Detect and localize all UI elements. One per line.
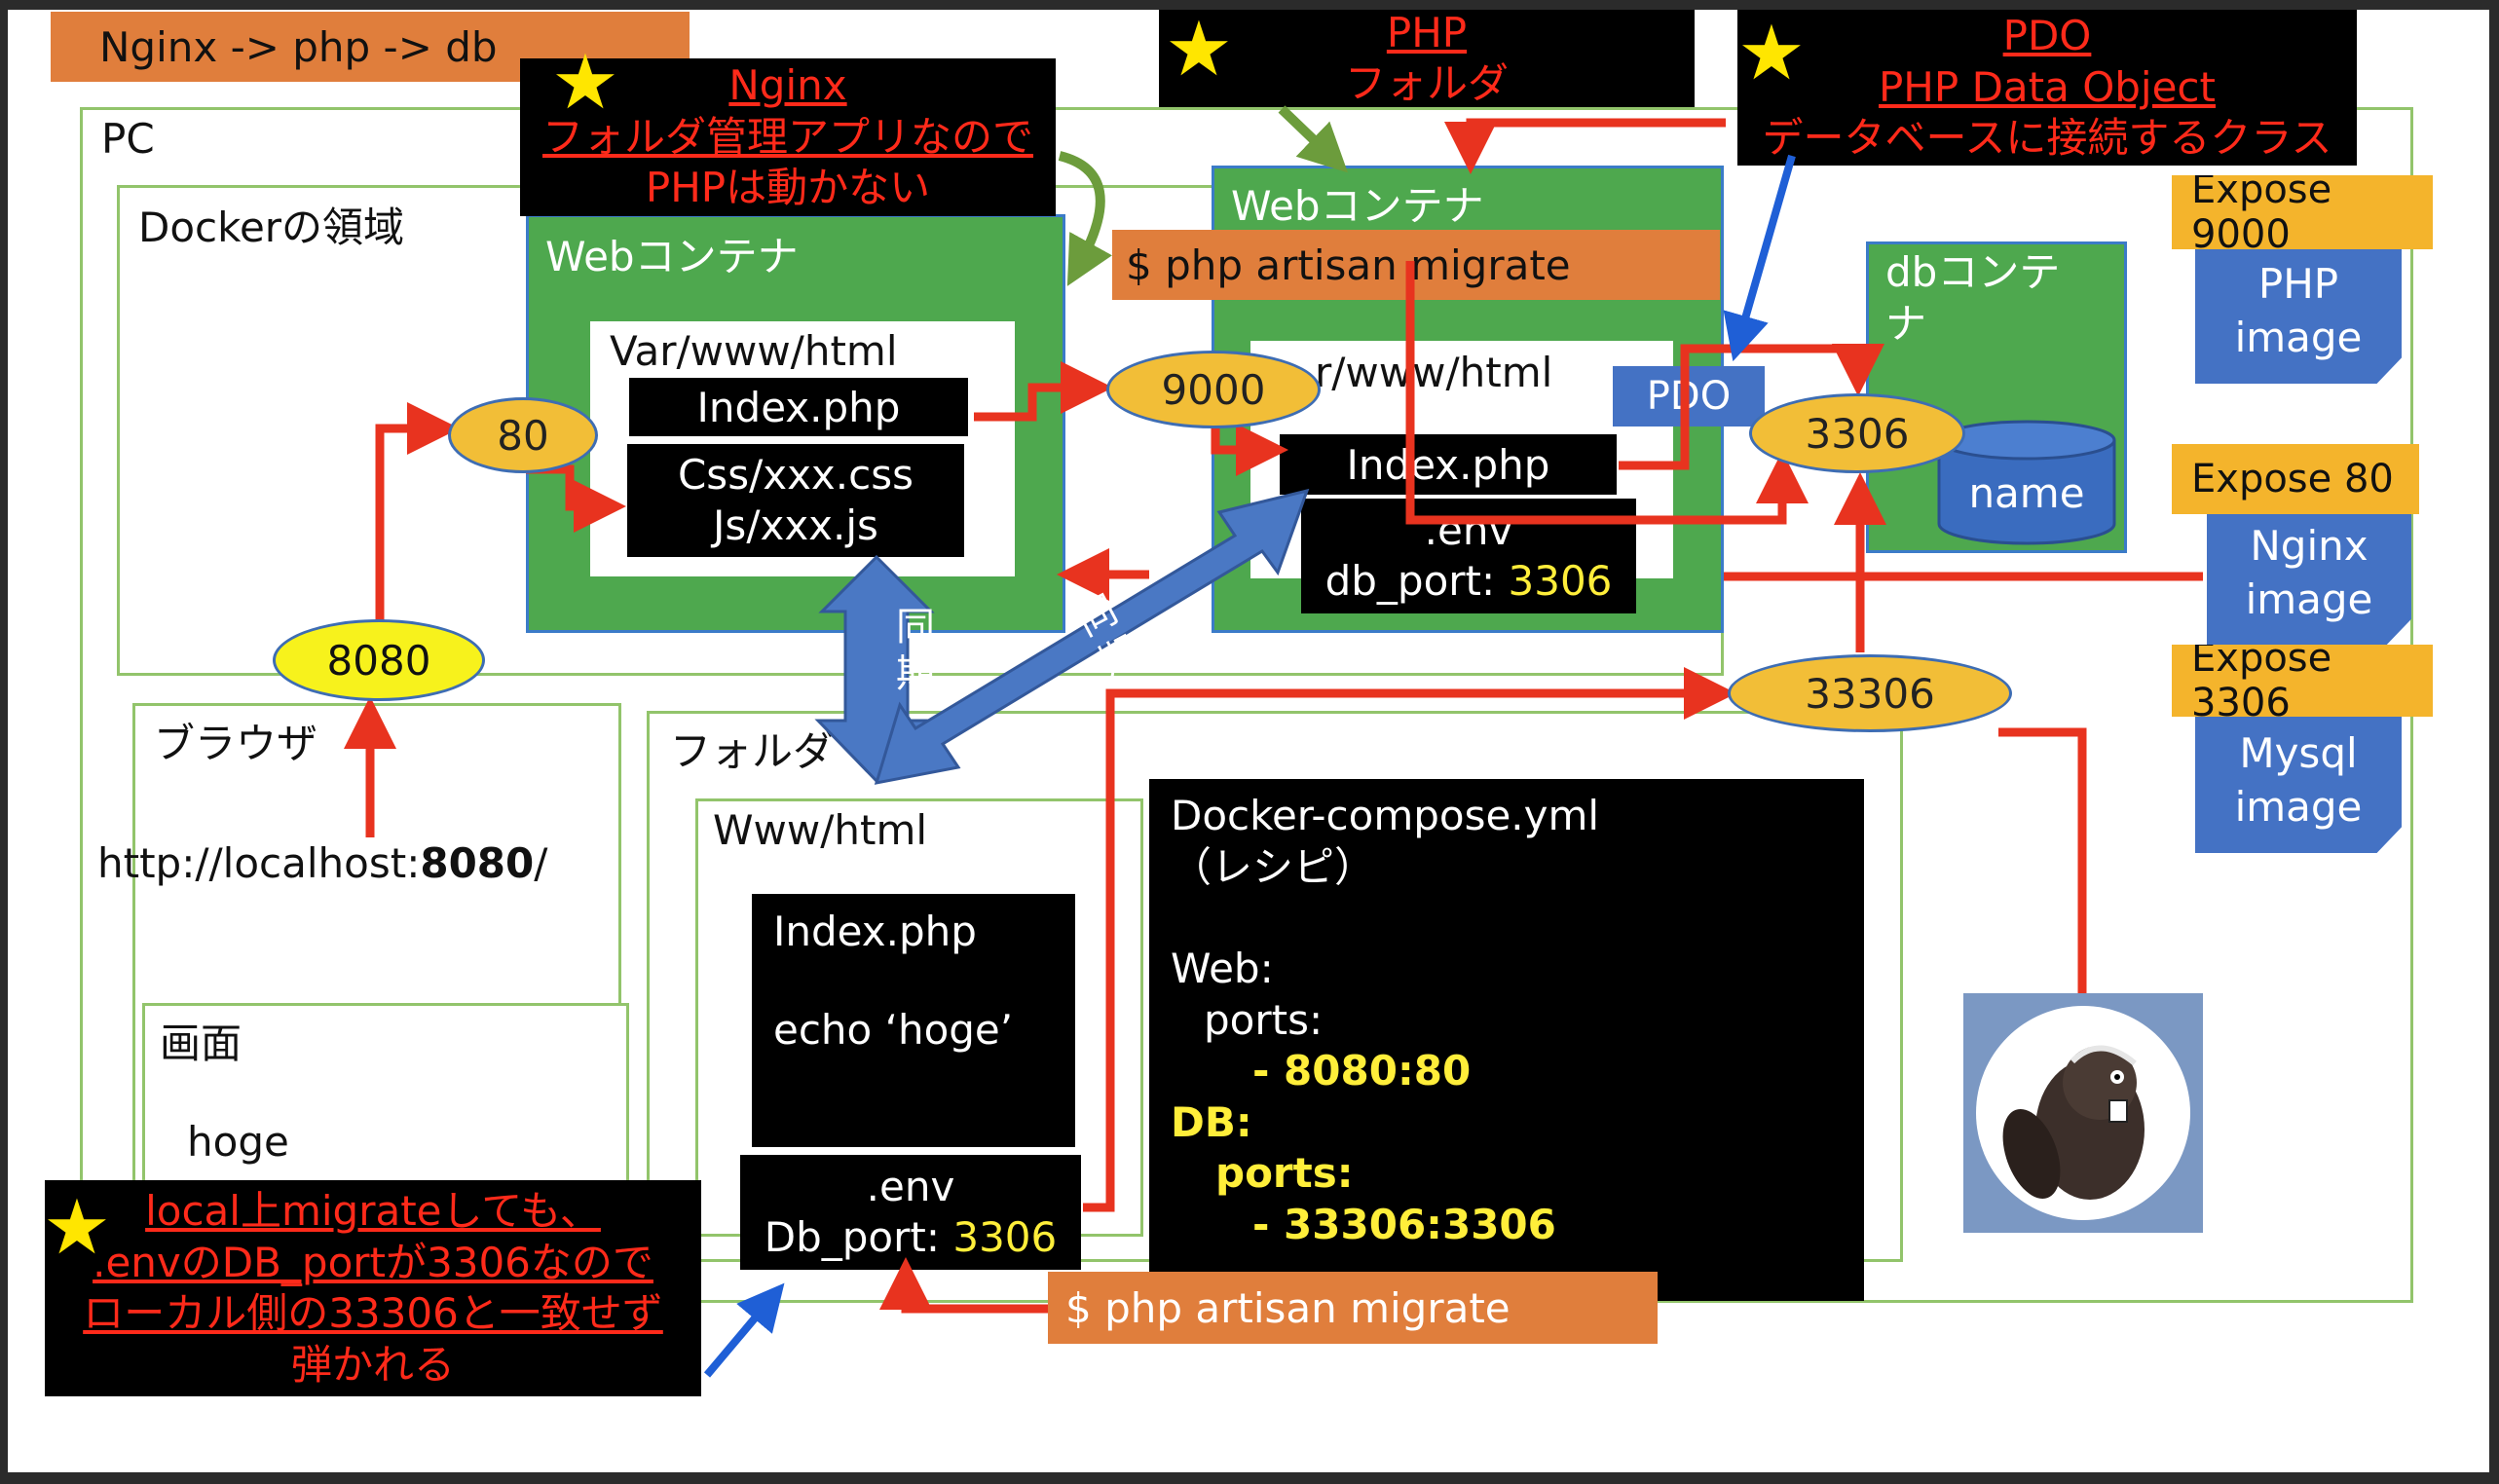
folder-label: フォルダ	[670, 727, 835, 775]
nginx-note-line1: フォルダ管理アプリなので	[541, 112, 1033, 161]
nginx-assets-file: Css/xxx.css Js/xxx.js	[627, 444, 964, 557]
line-dbeaver-to-33306	[1998, 727, 2087, 993]
php-env-name: .env	[1424, 505, 1513, 554]
pdo-note-line2: データベースに接続するクラス	[1762, 114, 2332, 163]
star-icon: ★	[43, 1184, 111, 1272]
local-migrate-note: local上migrateしても、 .envのDB_portが3306なので ロ…	[45, 1180, 701, 1396]
php-note: PHP フォルダ	[1159, 8, 1695, 107]
arrow-80-to-assets	[526, 464, 626, 533]
docker-area-label: Dockerの領域	[138, 204, 405, 251]
arrow-9000-to-php-index	[1211, 424, 1288, 476]
pdo-note-line1: PHP Data Object	[1878, 62, 2216, 111]
local-index-code: echo ‘hoge’	[773, 1006, 1014, 1054]
star-icon: ★	[1737, 10, 1806, 97]
screen-box	[142, 1003, 629, 1207]
local-index-file: Index.php echo ‘hoge’	[752, 894, 1075, 1147]
port-9000: 9000	[1106, 351, 1321, 428]
arrow-8080-to-80	[375, 402, 460, 625]
nginx-css-file: Css/xxx.css	[677, 450, 914, 499]
database-name: name	[1968, 469, 2085, 517]
port-8080: 8080	[273, 619, 485, 701]
browser-label: ブラウザ	[154, 720, 318, 767]
arrow-index-to-9000	[974, 361, 1113, 422]
sync-label-left: 同 期	[896, 605, 935, 696]
local-migrate-command: $ php artisan migrate	[1048, 1272, 1658, 1344]
php-index-file: Index.php	[1280, 434, 1617, 495]
compose-subtitle: （レシピ）	[1171, 842, 1376, 891]
pc-label: PC	[101, 115, 155, 163]
php-note-title: PHP	[1386, 8, 1468, 56]
window-frame-bottom	[0, 1472, 2499, 1484]
compose-web: Web:	[1171, 945, 1274, 992]
compose-db-ports: ports:	[1215, 1149, 1354, 1197]
dbeaver-tile	[1963, 993, 2203, 1233]
php-www-path: r/www/html	[1315, 349, 1553, 396]
db-container-label: dbコンテ ナ	[1885, 248, 2061, 348]
arrow-local-note-to-env	[703, 1282, 785, 1378]
screen-label: 画面	[160, 1020, 242, 1067]
arrow-nginx-note-to-container	[1058, 151, 1112, 286]
compose-web-map: - 8080:80	[1252, 1047, 1472, 1094]
screen-content: hoge	[187, 1118, 289, 1166]
local-index-name: Index.php	[773, 908, 977, 955]
local-env-port: Db_port: 3306	[764, 1213, 1058, 1261]
nginx-js-file: Js/xxx.js	[713, 501, 878, 549]
arrow-pdo-note-to-pdo	[1723, 154, 1796, 362]
pdo-note: PDO PHP Data Object データベースに接続するクラス	[1737, 10, 2357, 166]
star-icon: ★	[1165, 6, 1233, 93]
port-80: 80	[448, 397, 598, 473]
web-container-php-label: Webコンテナ	[1231, 182, 1484, 230]
port-33306: 33306	[1728, 654, 2012, 732]
local-note-line3: ローカル側の33306と一致せず	[83, 1289, 663, 1337]
nginx-note: Nginx フォルダ管理アプリなので PHPは動かない	[520, 58, 1056, 216]
database-icon	[1937, 420, 2116, 545]
arrow-php-note-to-container	[1444, 118, 1726, 174]
arrow-php-folder-to-container	[1278, 105, 1349, 173]
nginx-note-title: Nginx	[728, 61, 847, 110]
local-env-name: .env	[866, 1162, 955, 1210]
star-icon: ★	[551, 39, 619, 127]
php-expose: Expose 9000	[2172, 175, 2433, 249]
web-container-nginx-label: Webコンテナ	[545, 233, 799, 280]
nginx-index-file: Index.php	[629, 378, 968, 436]
compose-db: DB:	[1171, 1097, 1252, 1146]
arrow-php-index-to-3306	[1619, 344, 1884, 470]
local-note-line1: local上migrateしても、	[145, 1187, 601, 1235]
php-env-port: db_port: 3306	[1324, 557, 1613, 605]
database-cylinder: name	[1936, 419, 2117, 547]
dbeaver-icon	[1976, 1006, 2190, 1220]
nginx-note-line2: PHPは動かない	[645, 164, 931, 212]
arrow-migrate-to-3306	[1405, 261, 1809, 525]
arrow-local-env-to-33306	[1083, 667, 1736, 1212]
php-migrate-command: $ php artisan migrate	[1112, 230, 1720, 300]
local-www-path: Www/html	[713, 806, 928, 854]
compose-title: Docker-compose.yml	[1171, 792, 1600, 839]
compose-web-ports: ports:	[1204, 995, 1324, 1044]
compose-db-map: - 33306:3306	[1252, 1200, 1556, 1248]
window-frame-top	[0, 0, 2499, 10]
local-env-file: .env Db_port: 3306	[740, 1155, 1081, 1270]
local-note-line2: .envのDB_portが3306なので	[93, 1238, 653, 1286]
mysql-expose: Expose 3306	[2172, 645, 2433, 717]
window-frame-right	[2489, 0, 2499, 1484]
nginx-expose: Expose 80	[2172, 444, 2419, 514]
php-note-line1: フォルダ	[1344, 59, 1509, 107]
port-3306: 3306	[1749, 393, 1965, 473]
arrow-local-migrate-to-env	[879, 1257, 1048, 1314]
browser-url: http://localhost:8080/	[97, 839, 548, 887]
local-note-line4: 弾かれる	[290, 1340, 455, 1389]
nginx-www-path: Var/www/html	[610, 327, 898, 375]
sync-arrow-diagonal	[874, 488, 1310, 785]
pdo-note-title: PDO	[2002, 12, 2092, 60]
docker-compose-file: Docker-compose.yml （レシピ） Web: ports: - 8…	[1149, 779, 1864, 1301]
window-frame-left	[0, 0, 8, 1484]
